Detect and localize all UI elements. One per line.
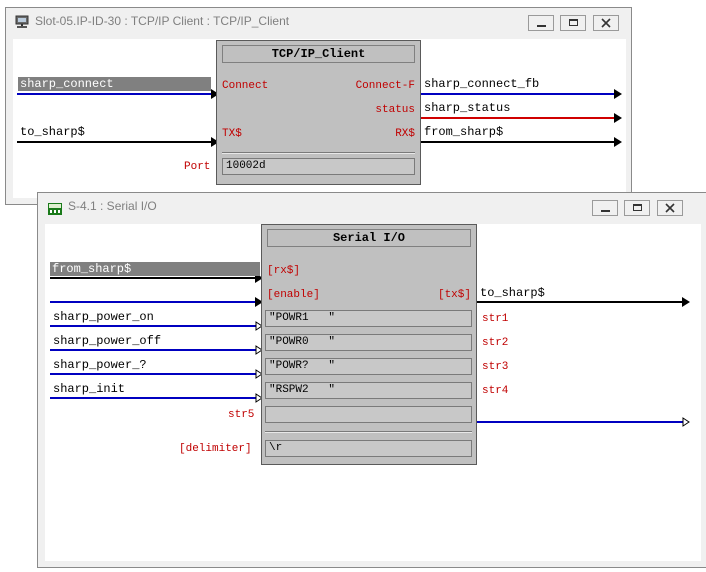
minimize-button[interactable]	[592, 200, 618, 216]
io-module-icon	[48, 202, 62, 215]
arrow-outline-icon	[255, 369, 263, 379]
minimize-icon	[601, 210, 610, 212]
param-str5[interactable]	[265, 406, 472, 423]
param-str2[interactable]: "POWR0 "	[265, 334, 472, 351]
signal-sharp-init[interactable]: sharp_init	[53, 382, 126, 396]
port-value-field[interactable]: 10002d	[222, 158, 415, 175]
pin-label-port: Port	[184, 161, 211, 173]
param-str1[interactable]: "POWR1 "	[265, 310, 472, 327]
maximize-icon	[633, 204, 642, 211]
pin-label-str2: str2	[482, 337, 509, 349]
signal-sharp-status[interactable]: sharp_status	[424, 101, 511, 115]
signal-sharp-power-on[interactable]: sharp_power_on	[53, 310, 154, 324]
signal-from-sharp-input[interactable]: from_sharp$	[50, 262, 260, 276]
serial-io-symbol[interactable]: Serial I/O [rx$] [enable] [tx$] "POWR1 "…	[261, 224, 477, 465]
divider	[265, 431, 472, 433]
window-title: S-4.1 : Serial I/O	[68, 199, 157, 213]
arrow-icon	[614, 89, 622, 99]
signal-from-sharp-output[interactable]: from_sharp$	[424, 125, 504, 139]
window-titlebar[interactable]: Slot-05.IP-ID-30 : TCP/IP Client : TCP/I…	[6, 8, 631, 36]
pin-label-str5: str5	[228, 409, 255, 421]
maximize-icon	[569, 19, 578, 26]
pin-tx[interactable]: [tx$]	[437, 289, 471, 301]
arrow-outline-icon	[682, 417, 690, 427]
pin-tx[interactable]: TX$	[222, 128, 242, 140]
signal-sharp-power-q[interactable]: sharp_power_?	[53, 358, 147, 372]
arrow-outline-icon	[255, 393, 263, 403]
signal-to-sharp-input[interactable]: to_sharp$	[20, 125, 85, 139]
arrow-icon	[614, 113, 622, 123]
signal-to-sharp-output[interactable]: to_sharp$	[480, 286, 545, 300]
signal-sharp-power-off[interactable]: sharp_power_off	[53, 334, 162, 348]
pin-label-delimiter: [delimiter]	[179, 443, 252, 455]
arrow-icon	[614, 137, 622, 147]
arrow-outline-icon	[255, 345, 263, 355]
pin-label-str3: str3	[482, 361, 509, 373]
window-titlebar[interactable]: S-4.1 : Serial I/O	[38, 193, 706, 221]
maximize-button[interactable]	[560, 15, 586, 31]
pin-label-str4: str4	[482, 385, 509, 397]
delimiter-value-field[interactable]: \r	[265, 440, 472, 457]
pin-connect[interactable]: Connect	[222, 80, 269, 92]
divider	[222, 152, 415, 154]
minimize-button[interactable]	[528, 15, 554, 31]
pin-label-str1: str1	[482, 313, 509, 325]
signal-sharp-connect-fb[interactable]: sharp_connect_fb	[424, 77, 540, 91]
minimize-icon	[537, 25, 546, 27]
symbol-title: Serial I/O	[267, 229, 471, 247]
pin-rx[interactable]: [rx$]	[267, 265, 301, 277]
close-button[interactable]	[657, 200, 683, 216]
maximize-button[interactable]	[624, 200, 650, 216]
pin-status[interactable]: status	[375, 104, 415, 116]
signal-sharp-connect[interactable]: sharp_connect	[18, 77, 211, 91]
close-icon	[601, 18, 611, 28]
tcp-client-symbol[interactable]: TCP/IP_Client Connect TX$ Connect-F stat…	[216, 40, 421, 185]
symbol-title: TCP/IP_Client	[222, 45, 415, 63]
param-str4[interactable]: "RSPW2 "	[265, 382, 472, 399]
pin-rx[interactable]: RX$	[395, 128, 415, 140]
close-icon	[665, 203, 675, 213]
arrow-icon	[682, 297, 690, 307]
pin-connect-f[interactable]: Connect-F	[355, 80, 415, 92]
pin-enable[interactable]: [enable]	[267, 289, 320, 301]
close-button[interactable]	[593, 15, 619, 31]
arrow-icon	[211, 137, 219, 147]
arrow-icon	[255, 297, 263, 307]
arrow-outline-icon	[255, 321, 263, 331]
param-str3[interactable]: "POWR? "	[265, 358, 472, 375]
window-title: Slot-05.IP-ID-30 : TCP/IP Client : TCP/I…	[35, 14, 290, 28]
arrow-icon	[211, 89, 219, 99]
network-computer-icon	[15, 15, 29, 29]
